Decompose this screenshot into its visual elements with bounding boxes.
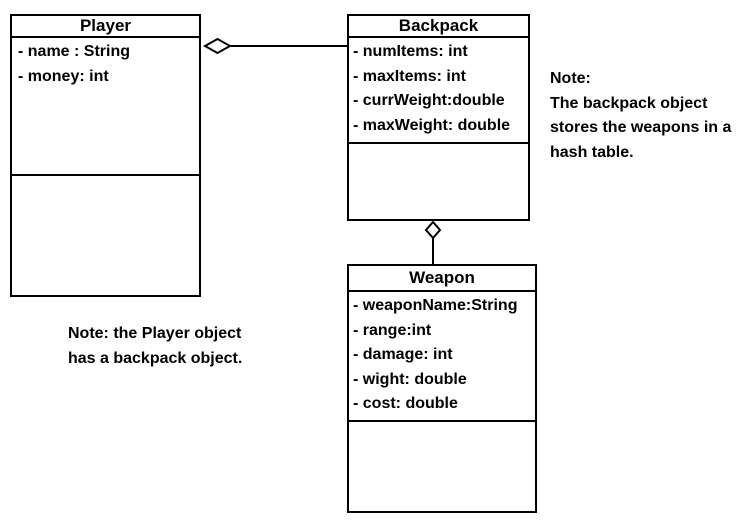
player-class-name: Player: [12, 16, 199, 38]
backpack-note-line: stores the weapons in a: [550, 119, 732, 136]
weapon-attribute-wight: - wight: double: [353, 370, 467, 388]
weapon-class-box: Weapon - weaponName:String - range:int -…: [347, 264, 537, 513]
player-note: Note: the Player object has a backpack o…: [68, 322, 242, 371]
weapon-attribute-range: - range:int: [353, 321, 432, 339]
player-attribute-name: - name : String: [18, 43, 131, 60]
backpack-note-line: Note:: [550, 70, 591, 87]
weapon-class-name: Weapon: [349, 266, 535, 292]
player-note-line: Note: the Player object: [68, 325, 242, 342]
backpack-aggregation-diamond-icon: [424, 220, 442, 240]
backpack-attributes: - numItems: int - maxItems: int - currWe…: [349, 38, 528, 144]
player-attributes: - name : String - money: int: [12, 38, 199, 176]
backpack-note-line: The backpack object: [550, 94, 708, 112]
weapon-attribute-weaponname: - weaponName:String: [353, 297, 518, 314]
player-note-line: has a backpack object.: [68, 349, 243, 367]
backpack-attribute-currweight: - currWeight:double: [353, 92, 505, 109]
backpack-class-name: Backpack: [349, 16, 528, 38]
backpack-attribute-maxitems: - maxItems: int: [353, 67, 466, 85]
player-class-box: Player - name : String - money: int: [10, 14, 201, 297]
backpack-attribute-maxweight: - maxWeight: double: [353, 116, 511, 134]
weapon-attributes: - weaponName:String - range:int - damage…: [349, 292, 535, 422]
backpack-note: Note: The backpack object stores the wea…: [550, 67, 731, 165]
player-attribute-money: - money: int: [18, 67, 109, 85]
weapon-attribute-cost: - cost: double: [353, 395, 458, 412]
backpack-class-box: Backpack - numItems: int - maxItems: int…: [347, 14, 530, 221]
weapon-attribute-damage: - damage: int: [353, 346, 453, 363]
backpack-note-line: hash table.: [550, 143, 634, 161]
backpack-attribute-numitems: - numItems: int: [353, 43, 468, 60]
player-aggregation-diamond-icon: [202, 37, 233, 55]
